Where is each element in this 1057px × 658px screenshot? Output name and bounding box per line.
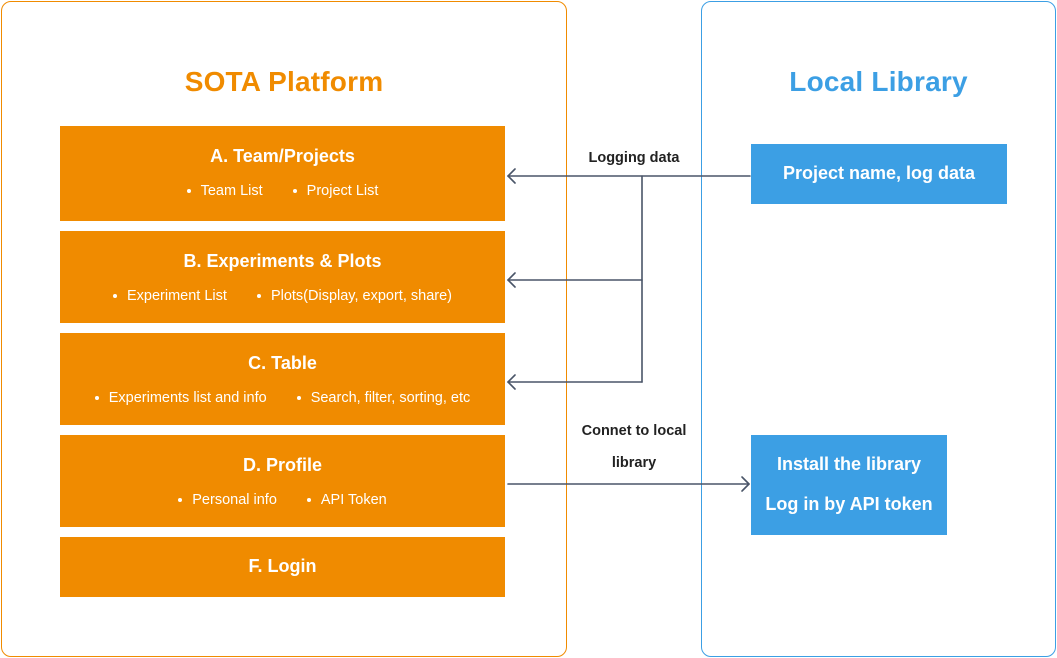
module-item: Experiment List [113, 288, 227, 304]
bullet-dot [186, 189, 191, 193]
arrowhead-c [507, 374, 516, 390]
arrowhead-connect [741, 476, 750, 492]
module-experiments-plots: B. Experiments & Plots Experiment List P… [60, 231, 505, 323]
module-item: Personal info [178, 492, 277, 508]
log-data-box: Project name, log data [751, 144, 1007, 204]
module-title: D. Profile [242, 455, 322, 475]
module-title: A. Team/Projects [210, 146, 355, 166]
bullet-dot [306, 498, 311, 502]
module-item: Experiments list and info [94, 390, 267, 406]
module-items: Personal info API Token [60, 492, 505, 508]
connect-label-line1: Connet to local [581, 423, 687, 439]
module-profile: D. Profile Personal info API Token [60, 435, 505, 527]
connect-label-line2: library [611, 455, 657, 471]
item-label: Plots(Display, export, share) [270, 288, 452, 304]
login-token-label: Log in by API token [765, 494, 933, 514]
install-label: Install the library [776, 454, 922, 474]
log-data-label: Project name, log data [782, 163, 976, 183]
bullet-dot [178, 498, 183, 502]
platform-title: SOTA Platform [184, 66, 384, 97]
bullet-dot [94, 396, 99, 400]
module-items: Experiments list and info Search, filter… [60, 390, 505, 406]
bullet-dot [256, 294, 261, 298]
item-label: Project List [306, 183, 379, 199]
module-table: C. Table Experiments list and info Searc… [60, 333, 505, 425]
item-label: Experiments list and info [108, 390, 267, 406]
module-items: Experiment List Plots(Display, export, s… [60, 288, 505, 304]
module-login: F. Login [60, 537, 505, 597]
module-title: F. Login [248, 556, 317, 576]
module-title: B. Experiments & Plots [183, 251, 382, 271]
module-item: Project List [292, 183, 379, 199]
bullet-dot [113, 294, 117, 298]
item-label: Team List [200, 183, 263, 199]
item-label: Search, filter, sorting, etc [310, 390, 471, 406]
module-item: Plots(Display, export, share) [256, 288, 452, 304]
bullet-dot [296, 396, 301, 400]
arrowhead-a [507, 168, 516, 184]
bullet-dot [292, 189, 297, 193]
module-item: Search, filter, sorting, etc [296, 390, 471, 406]
library-title: Local Library [789, 66, 968, 97]
module-title: C. Table [248, 353, 317, 373]
module-item: Team List [186, 183, 263, 199]
install-library-box: Install the library Log in by API token [751, 435, 947, 535]
module-team-projects: A. Team/Projects Team List Project List [60, 126, 505, 221]
logging-data-label: Logging data [588, 150, 680, 166]
module-item: API Token [306, 492, 387, 508]
item-label: Experiment List [127, 288, 227, 304]
item-label: API Token [320, 492, 387, 508]
arrowhead-b [507, 272, 516, 288]
local-library-panel: Local Library [701, 1, 1056, 657]
item-label: Personal info [192, 492, 277, 508]
module-items: Team List Project List [60, 183, 505, 199]
